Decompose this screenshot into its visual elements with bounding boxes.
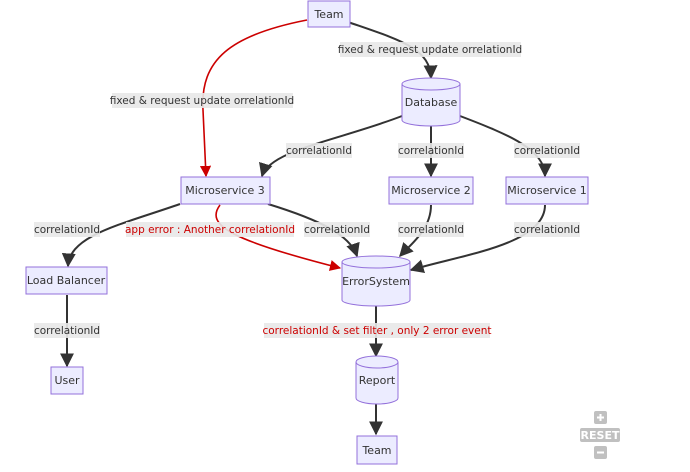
label-database-microservice1: correlationId bbox=[514, 145, 580, 157]
node-user-label: User bbox=[54, 374, 80, 387]
label-team-microservice3: fixed & request update orrelationId bbox=[110, 95, 294, 107]
label-database-microservice2: correlationId bbox=[398, 145, 464, 157]
node-database-label: Database bbox=[405, 96, 458, 109]
node-microservice2[interactable]: Microservice 2 bbox=[388, 176, 474, 205]
zoom-controls: RESET bbox=[580, 411, 620, 459]
zoom-in-button[interactable] bbox=[594, 411, 607, 424]
node-report-label: Report bbox=[359, 374, 396, 387]
node-microservice3-label: Microservice 3 bbox=[185, 184, 265, 197]
node-team-top[interactable]: Team bbox=[307, 0, 351, 28]
node-team-top-label: Team bbox=[313, 8, 343, 21]
node-microservice1[interactable]: Microservice 1 bbox=[505, 176, 589, 205]
node-database[interactable]: Database bbox=[401, 77, 461, 127]
node-error-system-label: ErrorSystem bbox=[342, 275, 410, 288]
node-microservice2-label: Microservice 2 bbox=[391, 184, 471, 197]
node-error-system[interactable]: ErrorSystem bbox=[341, 255, 411, 307]
edge-microservice1-errorsystem bbox=[409, 204, 546, 274]
edge-labels: fixed & request update orrelationId fixe… bbox=[34, 42, 580, 338]
node-user[interactable]: User bbox=[50, 366, 84, 395]
nodes: Team Database Microservice 3 Microservic… bbox=[25, 0, 589, 465]
label-app-error: app error : Another correlationId bbox=[125, 224, 295, 236]
minus-icon bbox=[597, 451, 604, 454]
node-team-bottom-label: Team bbox=[361, 444, 391, 457]
label-errorsystem-report: correlationId & set filter , only 2 erro… bbox=[262, 325, 491, 337]
reset-button[interactable]: RESET bbox=[580, 428, 620, 442]
zoom-out-button[interactable] bbox=[594, 446, 607, 459]
node-team-bottom[interactable]: Team bbox=[356, 435, 398, 465]
node-load-balancer-label: Load Balancer bbox=[27, 274, 106, 287]
node-microservice1-label: Microservice 1 bbox=[507, 184, 587, 197]
label-microservice3-errorsystem: correlationId bbox=[304, 224, 370, 236]
node-load-balancer[interactable]: Load Balancer bbox=[25, 266, 108, 295]
label-database-microservice3: correlationId bbox=[286, 145, 352, 157]
edge-microservice3-loadbalancer bbox=[61, 203, 181, 268]
node-microservice3[interactable]: Microservice 3 bbox=[180, 176, 271, 205]
label-microservice3-loadbalancer: correlationId bbox=[34, 224, 100, 236]
label-team-database: fixed & request update orrelationId bbox=[338, 44, 522, 56]
reset-label: RESET bbox=[581, 429, 620, 442]
node-report[interactable]: Report bbox=[355, 355, 399, 405]
label-microservice1-errorsystem: correlationId bbox=[514, 224, 580, 236]
label-loadbalancer-user: correlationId bbox=[34, 325, 100, 337]
label-microservice2-errorsystem: correlationId bbox=[398, 224, 464, 236]
